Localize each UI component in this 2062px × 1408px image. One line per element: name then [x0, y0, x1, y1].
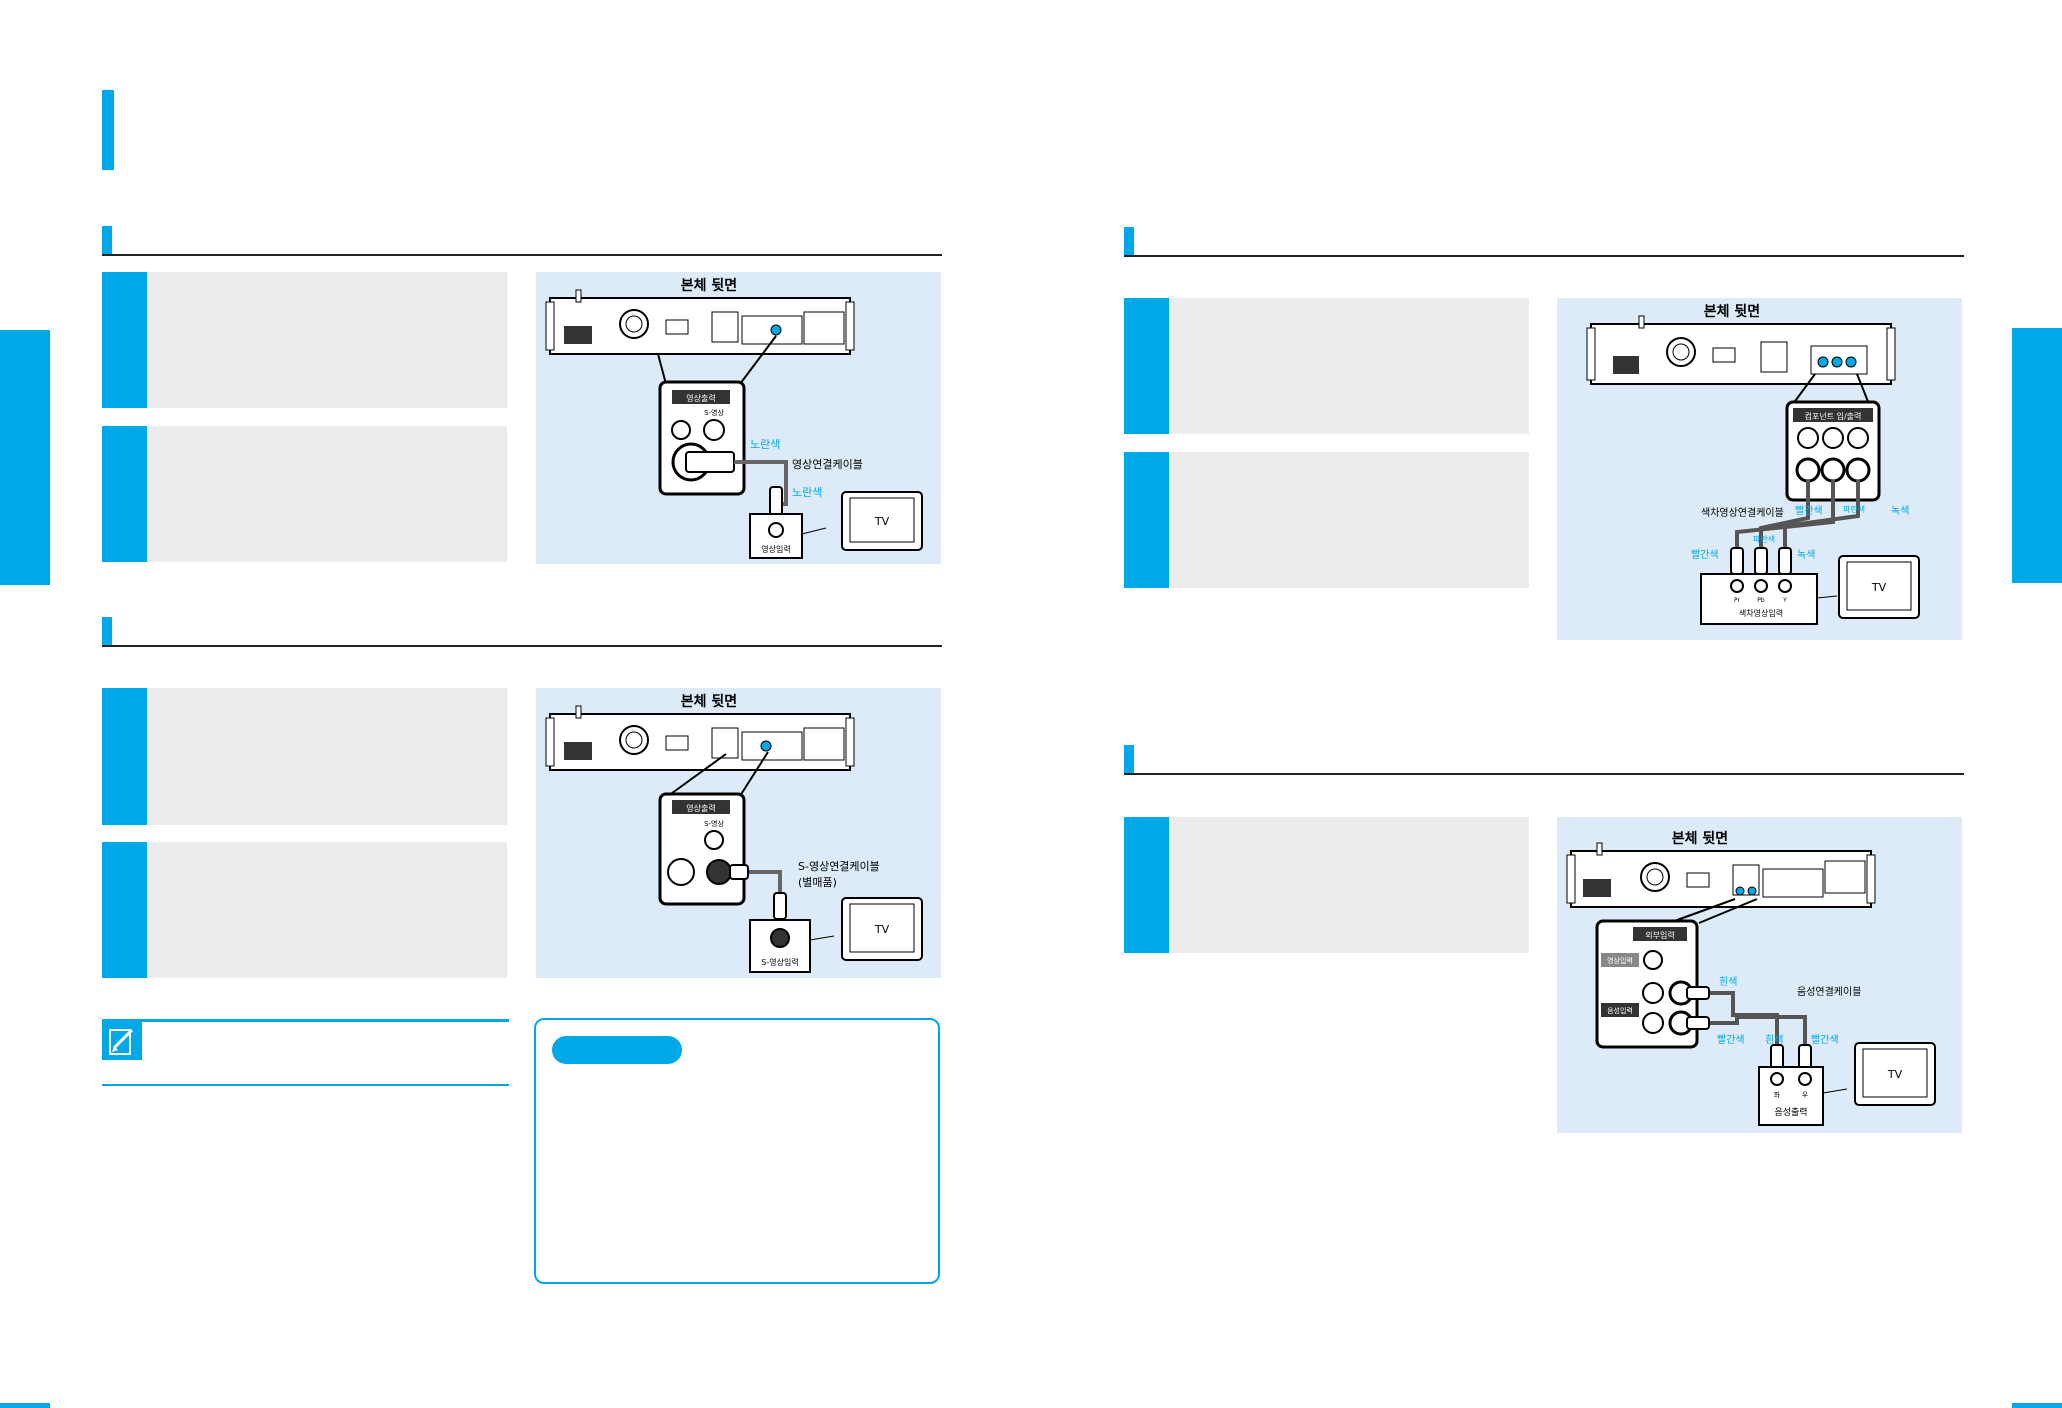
tv-icon: TV: [841, 897, 923, 961]
red-label: 빨간색: [1717, 1034, 1745, 1046]
receiver-back-panel: [545, 289, 855, 355]
step-number-bar: [102, 842, 147, 978]
tv-input-label: 영상입력: [761, 544, 790, 554]
tv-icon: TV: [1854, 1042, 1936, 1106]
step-content: [1169, 452, 1529, 588]
white-label: 흰색: [1765, 1034, 1783, 1046]
section-rule-composite: [102, 254, 942, 256]
pencil-note-icon: [102, 1022, 142, 1060]
diagram-svideo: 본체 뒷면 영상출력 S-영상 S-영상연결케이블: [536, 688, 941, 978]
right-edge-tab: [2012, 328, 2062, 583]
step-content: [1169, 298, 1529, 434]
red-label: 빨간색: [1811, 1034, 1839, 1046]
red-label: 빨간색: [1691, 549, 1719, 561]
green-label: 녹색: [1797, 549, 1815, 561]
step-number-bar: [1124, 298, 1169, 434]
tv-label: TV: [874, 515, 890, 528]
red-label: 빨간색: [1795, 505, 1823, 517]
video-output-zoom: 영상출력 S-영상: [658, 792, 746, 906]
receiver-back-panel: [545, 705, 855, 771]
tv-input-label: 색차영상입력: [1739, 608, 1783, 618]
pb-label: Pb: [1757, 597, 1765, 604]
section-marker-svideo: [102, 617, 112, 647]
green-label: 녹색: [1891, 505, 1909, 517]
receiver-back-panel: [1566, 842, 1876, 908]
tv-label: TV: [1887, 1068, 1903, 1081]
tv-input-box: Pr Pb Y 색차영상입력: [1700, 573, 1818, 625]
diagram-title: 본체 뒷면: [1704, 303, 1760, 320]
tv-label: TV: [874, 923, 890, 936]
cable-label: 음성연결케이블: [1797, 986, 1861, 998]
cable-label: S-영상연결케이블: [798, 860, 880, 873]
step-number-bar: [102, 688, 147, 825]
video-output-zoom: 영상출력 S-영상: [658, 380, 746, 496]
pr-label: Pr: [1734, 597, 1741, 604]
diagram-component: 본체 뒷면 컴포넌트 입/출력: [1557, 298, 1962, 640]
step-content: [147, 688, 507, 825]
cable-label: 영상연결케이블: [792, 458, 863, 471]
tv-input-box: 영상입력: [749, 513, 803, 559]
left-edge-tab: [0, 330, 50, 585]
section-rule-component: [1124, 255, 1964, 257]
panel-label: 영상출력: [686, 803, 715, 813]
yellow-label: 노란색: [792, 486, 822, 499]
right-footer-mark: [2012, 1403, 2062, 1408]
info-box-title-pill: [552, 1036, 682, 1064]
audio-input-label: 음성입력: [1607, 1006, 1633, 1015]
note-bottom-rule: [102, 1084, 509, 1086]
right-channel-label: 우: [1802, 1091, 1809, 1099]
section-rule-svideo: [102, 645, 942, 647]
yellow-label: 노란색: [750, 438, 780, 451]
tv-icon: TV: [841, 491, 923, 551]
tv-input-box: S-영상입력: [749, 919, 811, 973]
diagram-title: 본체 뒷면: [681, 277, 737, 294]
diagram-title: 본체 뒷면: [681, 693, 737, 710]
tv-icon: TV: [1838, 555, 1920, 619]
diagram-composite: 본체 뒷면 영상출력 S-영상: [536, 272, 941, 564]
panel-label: 컴포넌트 입/출력: [1805, 411, 1862, 421]
step-number-bar: [102, 272, 147, 408]
video-input-label: 영상입력: [1607, 956, 1633, 965]
step-content: [147, 426, 507, 562]
info-box: [534, 1018, 940, 1284]
tv-output-box: 좌 우 음성출력: [1758, 1066, 1824, 1126]
external-input-zoom: 외부입력 영상입력 음성입력: [1595, 919, 1699, 1049]
tv-output-label: 음성출력: [1774, 1106, 1807, 1118]
section-marker-component: [1124, 227, 1134, 257]
note-top-rule: [102, 1019, 509, 1022]
left-footer-mark: [0, 1403, 50, 1408]
step-number-bar: [1124, 817, 1169, 953]
section-marker-composite: [102, 226, 112, 256]
tv-label: TV: [1871, 581, 1887, 594]
panel-label: 외부입력: [1645, 930, 1674, 940]
section-rule-audio: [1124, 773, 1964, 775]
step-content: [147, 842, 507, 978]
diagram-title: 본체 뒷면: [1672, 830, 1728, 847]
diagram-audio: 본체 뒷면 외부입력 영상입력 음성입력: [1557, 817, 1962, 1133]
cable-label: 색차영상연결케이블: [1701, 507, 1784, 519]
white-label: 흰색: [1719, 976, 1737, 988]
step-number-bar: [102, 426, 147, 562]
svideo-label: S-영상: [704, 408, 724, 417]
blue-label: 파란색: [1843, 504, 1865, 514]
title-accent-bar: [102, 90, 114, 170]
svideo-label: S-영상: [704, 819, 724, 828]
component-output-zoom: 컴포넌트 입/출력: [1785, 400, 1881, 502]
panel-label: 영상출력: [686, 393, 715, 403]
y-label: Y: [1782, 597, 1787, 604]
left-channel-label: 좌: [1774, 1090, 1781, 1099]
step-number-bar: [1124, 452, 1169, 588]
step-content: [147, 272, 507, 408]
tv-input-label: S-영상입력: [761, 957, 798, 967]
receiver-back-panel: [1586, 315, 1896, 385]
blue-label: 파란색: [1753, 534, 1775, 544]
section-marker-audio: [1124, 745, 1134, 775]
step-content: [1169, 817, 1529, 953]
cable-note-label: (별매품): [798, 876, 837, 889]
